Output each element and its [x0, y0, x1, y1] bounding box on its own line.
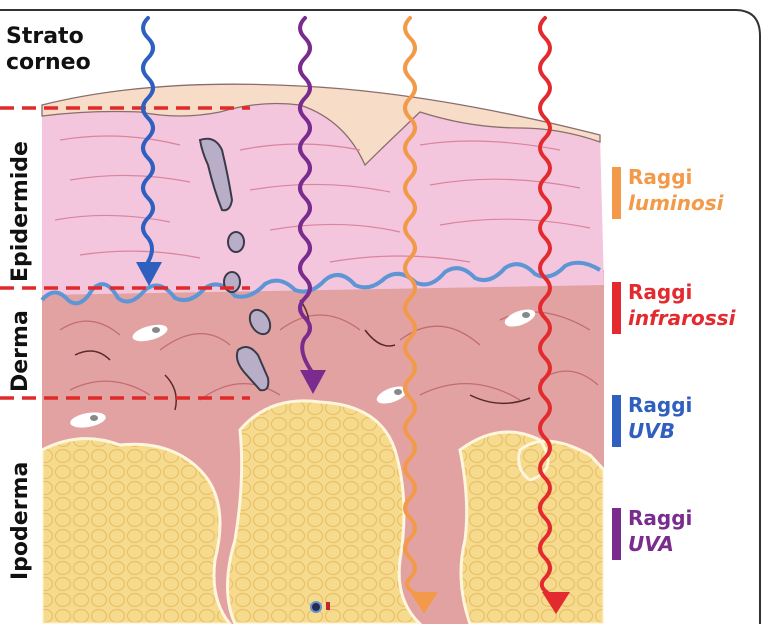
legend-name: UVA	[628, 532, 674, 556]
label-derma: Derma	[8, 310, 33, 392]
legend-uva: Raggi UVA	[612, 506, 762, 562]
legend-title: Raggi	[628, 393, 692, 417]
legend-title: Raggi	[628, 280, 692, 304]
label-strato-corneo: Strato corneo	[6, 24, 136, 76]
legend-swatch	[612, 282, 621, 334]
legend-swatch	[612, 508, 621, 560]
legend-swatch	[612, 395, 621, 447]
legend-luminosi: Raggi luminosi	[612, 165, 762, 221]
legend-name: infrarossi	[628, 306, 735, 330]
legend-title: Raggi	[628, 165, 692, 189]
legend-swatch	[612, 167, 621, 219]
legend-title: Raggi	[628, 506, 692, 530]
legend-uvb: Raggi UVB	[612, 393, 762, 449]
legend-name: UVB	[628, 419, 675, 443]
label-ipoderma: Ipoderma	[8, 462, 33, 580]
legend-infrarossi: Raggi infrarossi	[612, 280, 762, 336]
label-epidermide: Epidermide	[8, 141, 33, 282]
legend-name: luminosi	[628, 191, 724, 215]
